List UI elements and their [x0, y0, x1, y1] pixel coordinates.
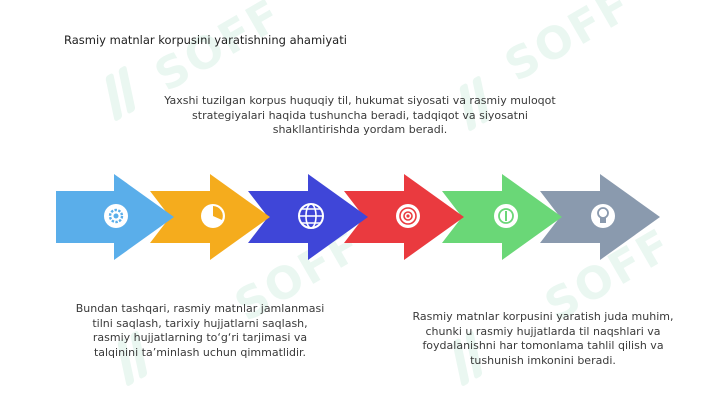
text-block-left: Bundan tashqari, rasmiy matnlar jamlanma… — [75, 302, 325, 359]
arrow-step-6 — [540, 174, 660, 260]
dollar-coin-icon — [494, 204, 518, 228]
arrow-step-1 — [56, 174, 174, 260]
slide-title: Rasmiy matnlar korpusini yaratishning ah… — [64, 33, 347, 47]
lightbulb-icon — [591, 204, 615, 228]
gear-icon — [104, 204, 128, 228]
arrow-step-4 — [344, 174, 464, 260]
globe-icon — [298, 203, 324, 229]
text-block-right: Rasmiy matnlar korpusini yaratish juda m… — [412, 310, 674, 367]
pie-chart-icon — [201, 204, 225, 228]
arrow-step-2 — [150, 174, 270, 260]
target-icon — [396, 204, 420, 228]
arrow-step-3 — [248, 174, 368, 260]
text-block-top: Yaxshi tuzilgan korpus huquqiy til, huku… — [164, 94, 556, 137]
arrow-shape — [248, 174, 368, 260]
arrow-step-5 — [442, 174, 562, 260]
